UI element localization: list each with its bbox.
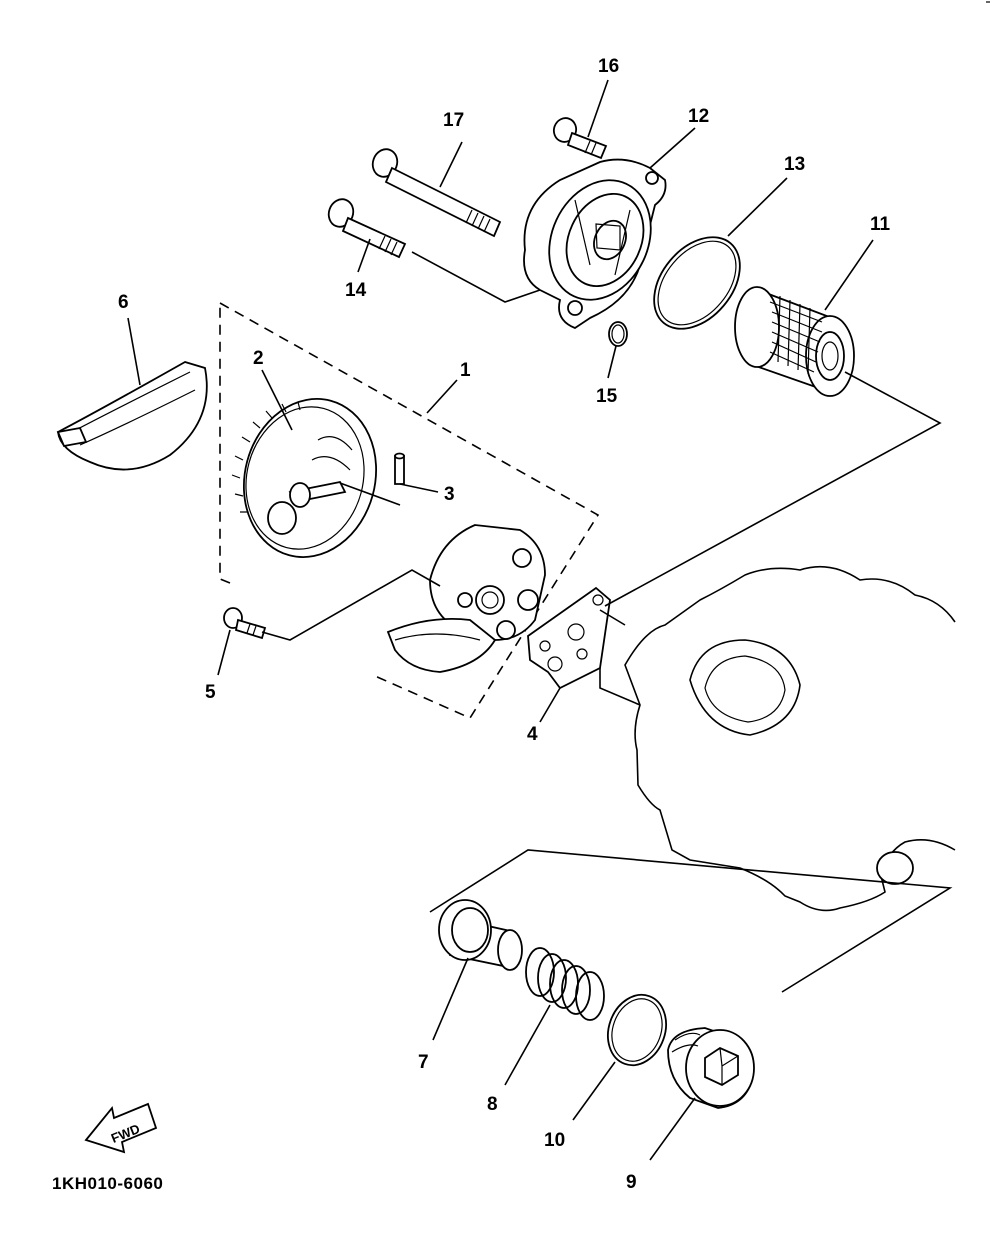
crankcase-outline bbox=[624, 565, 956, 912]
part-11-oil-filter-element[interactable] bbox=[734, 286, 855, 397]
part-8-spring[interactable] bbox=[525, 947, 605, 1021]
fwd-direction-arrow: FWD bbox=[84, 1102, 158, 1154]
label-part-14: 14 bbox=[345, 280, 367, 301]
label-part-6: 6 bbox=[118, 292, 129, 313]
label-part-9: 9 bbox=[626, 1172, 637, 1193]
label-part-2: 2 bbox=[253, 348, 264, 369]
label-part-17: 17 bbox=[443, 110, 464, 131]
part-10-o-ring[interactable] bbox=[598, 987, 675, 1074]
part-1-oil-pump-body[interactable] bbox=[386, 524, 546, 673]
label-part-3: 3 bbox=[444, 484, 455, 505]
part-4-gasket[interactable] bbox=[527, 586, 611, 690]
label-part-12: 12 bbox=[688, 106, 709, 127]
part-labels: 1 2 3 4 5 6 7 8 9 10 11 12 13 14 15 16 1… bbox=[118, 56, 891, 1193]
part-9-drain-plug[interactable] bbox=[667, 1027, 755, 1109]
label-part-10: 10 bbox=[544, 1130, 565, 1151]
label-part-11: 11 bbox=[870, 214, 891, 235]
label-part-15: 15 bbox=[596, 386, 618, 407]
label-part-8: 8 bbox=[487, 1094, 498, 1115]
label-part-1: 1 bbox=[460, 360, 471, 381]
part-6-cover-shell[interactable] bbox=[56, 361, 208, 471]
part-3-dowel-pin[interactable] bbox=[394, 452, 405, 485]
part-15-small-o-ring[interactable] bbox=[608, 321, 628, 347]
diagram-code: 1KH010-6060 bbox=[52, 1174, 163, 1193]
label-part-7: 7 bbox=[418, 1052, 429, 1073]
label-part-4: 4 bbox=[527, 724, 538, 745]
label-part-16: 16 bbox=[598, 56, 619, 77]
label-part-5: 5 bbox=[205, 682, 216, 703]
part-13-o-ring[interactable] bbox=[637, 221, 757, 346]
part-7-strainer[interactable] bbox=[438, 899, 523, 971]
part-2-drive-gear[interactable] bbox=[227, 384, 394, 572]
leader-lines bbox=[127, 79, 953, 1161]
part-12-filter-cover[interactable] bbox=[523, 158, 670, 330]
label-part-13: 13 bbox=[784, 154, 805, 175]
part-16-bolt[interactable] bbox=[551, 115, 608, 160]
part-5-screw[interactable] bbox=[223, 607, 267, 640]
part-14-bolt[interactable] bbox=[325, 196, 407, 259]
part-17-long-bolt[interactable] bbox=[369, 146, 502, 238]
